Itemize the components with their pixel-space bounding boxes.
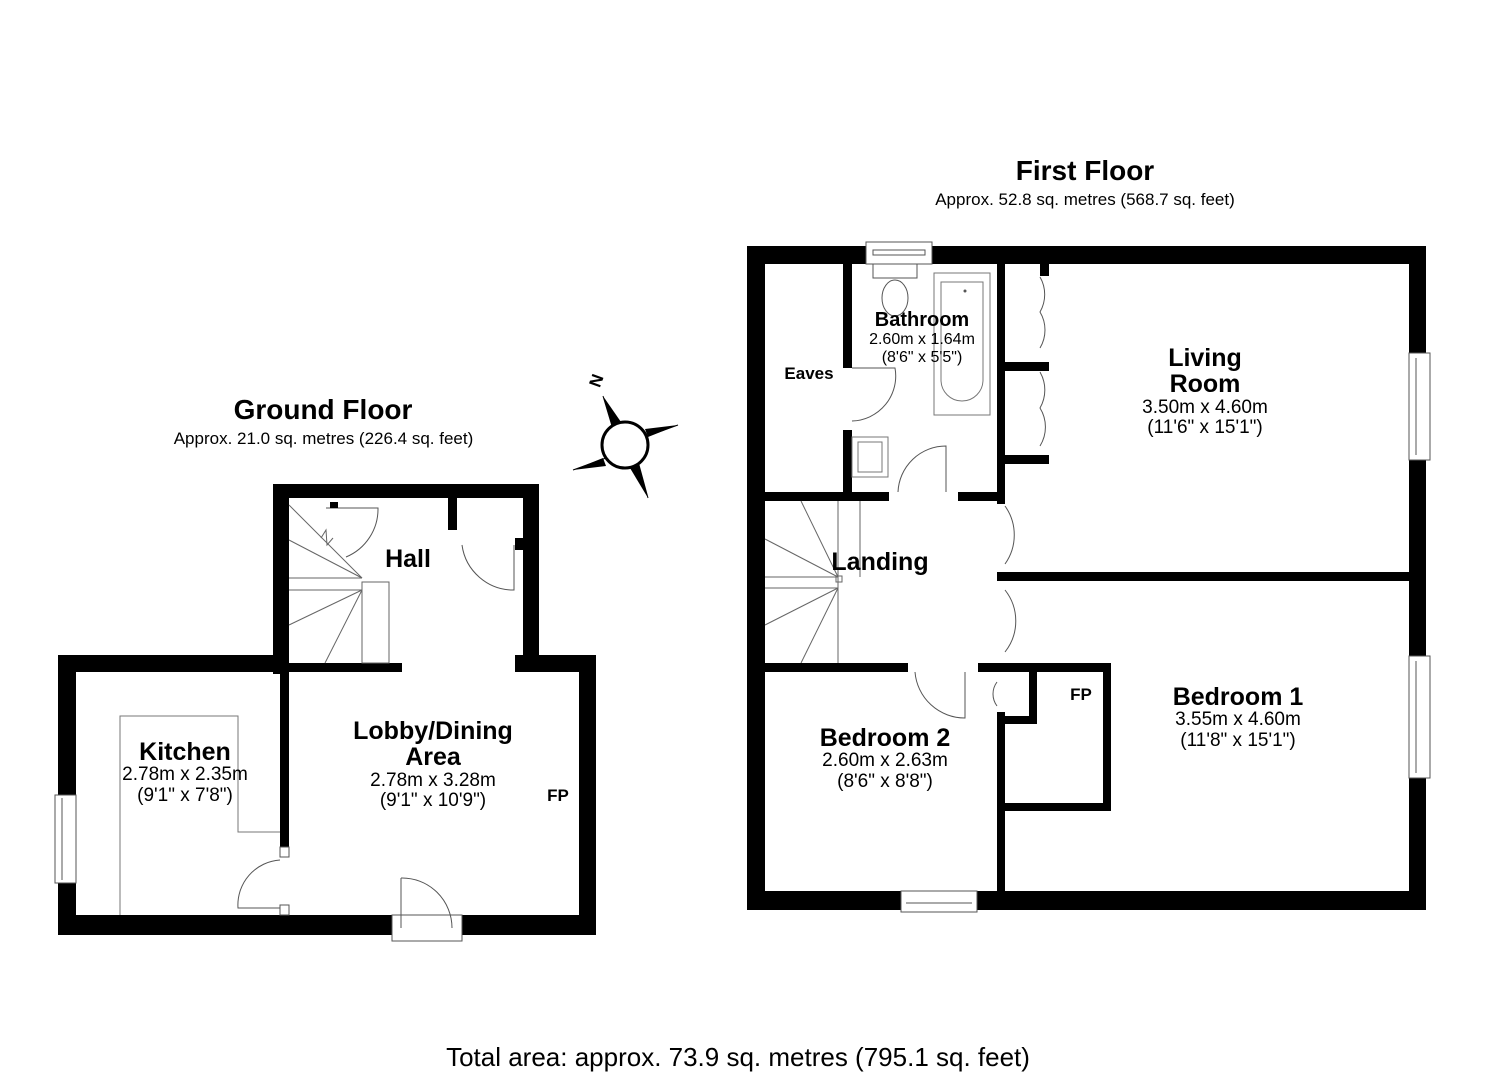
eaves-bathroom-wall <box>843 264 852 368</box>
room-dims-imperial: (9'1" x 10'9") <box>379 790 487 812</box>
fireplace-label-first: FP <box>1070 685 1092 704</box>
kitchen-door <box>237 859 281 909</box>
room-dims-metric: 2.60m x 1.64m <box>869 331 975 348</box>
room-dims-metric: 3.55m x 4.60m <box>1175 709 1301 731</box>
wash-basin <box>851 436 889 478</box>
landing-bedroom2-wall <box>765 663 908 672</box>
room-dims-metric: 2.78m x 2.35m <box>122 764 248 786</box>
hall-right-wall <box>523 484 539 664</box>
living-room-window <box>1408 352 1431 461</box>
bedroom2-bedroom1-wall <box>997 712 1005 898</box>
room-living-room: Living Room 3.50m x 4.60m (11'6" x 15'1"… <box>1115 345 1295 439</box>
bedroom1-window <box>1408 655 1431 779</box>
bathroom-door <box>897 445 947 493</box>
room-bedroom-1: Bedroom 1 3.55m x 4.60m (11'8" x 15'1") <box>1148 684 1328 752</box>
first-floor-plan <box>747 241 1431 913</box>
eaves-door <box>851 367 897 422</box>
fp-cupboard-wall <box>1103 663 1111 811</box>
room-dims-imperial: (9'1" x 7'8") <box>137 785 233 807</box>
ground-floor-plan <box>54 484 596 942</box>
first-floor-area: Approx. 52.8 sq. metres (568.7 sq. feet) <box>935 190 1235 209</box>
front-door-opening <box>391 914 463 942</box>
bathroom-bottom-wall <box>765 492 889 501</box>
room-name-line1: Living <box>1168 344 1242 372</box>
room-dims-metric: 3.50m x 4.60m <box>1142 396 1268 418</box>
room-name-line2: Area <box>405 743 461 772</box>
room-dims-imperial: (8'6" x 5'5") <box>881 348 963 366</box>
room-name-line1: Lobby/Dining <box>353 717 513 745</box>
first-left-wall <box>747 246 765 910</box>
total-area: Total area: approx. 73.9 sq. metres (795… <box>446 1042 1030 1072</box>
wardrobe-divider <box>1005 362 1049 371</box>
room-dims-imperial: (11'6" x 15'1") <box>1147 417 1263 439</box>
first-bottom-wall <box>747 891 1426 910</box>
room-name: Bedroom 2 <box>819 724 951 752</box>
room-bathroom: Bathroom 2.60m x 1.64m (8'6" x 5'5") <box>852 310 992 366</box>
room-lobby-dining: Lobby/Dining Area 2.78m x 3.28m (9'1" x … <box>323 718 543 812</box>
hall-left-wall <box>273 484 289 674</box>
room-bedroom-2: Bedroom 2 2.60m x 2.63m (8'6" x 8'8") <box>800 725 970 793</box>
ground-bottom-wall <box>58 915 596 935</box>
living-room-door <box>1004 505 1015 565</box>
airing-cupboard-door <box>992 681 998 707</box>
bedroom1-door <box>1004 589 1017 653</box>
first-right-wall <box>1409 246 1426 910</box>
room-kitchen: Kitchen 2.78m x 2.35m (9'1" x 7'8") <box>100 739 270 807</box>
ground-floor-area: Approx. 21.0 sq. metres (226.4 sq. feet) <box>173 429 474 448</box>
room-dims-metric: 2.78m x 3.28m <box>370 769 496 791</box>
room-dims-imperial: (11'8" x 15'1") <box>1180 730 1296 752</box>
fireplace-label-ground: FP <box>547 786 569 805</box>
room-dims-imperial: (8'6" x 8'8") <box>837 771 933 793</box>
room-dims-metric: 2.60m x 2.63m <box>822 750 948 772</box>
first-staircase <box>764 500 861 664</box>
room-label-hall: Hall <box>385 545 431 573</box>
room-label-landing: Landing <box>831 548 929 576</box>
bedroom2-window <box>900 890 978 913</box>
ground-floor-title: Ground Floor <box>233 394 413 425</box>
kitchen-top-wall <box>58 655 289 672</box>
toilet-bowl <box>881 279 909 317</box>
bathroom-living-wall <box>997 264 1005 464</box>
living-bedroom1-wall <box>997 572 1409 581</box>
room-label-eaves: Eaves <box>784 364 834 383</box>
room-name: Bedroom 1 <box>1172 683 1304 711</box>
cupboard-door <box>461 544 515 591</box>
toilet-cistern <box>872 263 918 279</box>
kitchen-window <box>54 794 77 884</box>
bath <box>933 272 991 416</box>
wardrobe-door-2 <box>1039 371 1046 447</box>
hall-top-wall <box>273 484 539 498</box>
hall-bottom-wall <box>289 663 402 672</box>
bedroom2-door <box>914 671 966 719</box>
room-name-line2: Room <box>1169 370 1241 399</box>
first-floor-title: First Floor <box>1015 155 1155 186</box>
room-name: Kitchen <box>139 738 231 766</box>
lobby-right-wall <box>579 655 596 935</box>
compass-rose-icon <box>572 395 679 499</box>
kitchen-worktop <box>119 715 280 915</box>
ground-staircase <box>288 504 390 664</box>
hall-cupboard-wall <box>448 498 457 530</box>
kitchen-lobby-partition <box>280 672 289 847</box>
lobby-top-right-wall <box>515 655 596 672</box>
front-door <box>400 877 453 929</box>
hall-door <box>326 507 379 558</box>
first-top-wall <box>747 246 1426 264</box>
wardrobe-door-1 <box>1039 276 1046 349</box>
room-name: Bathroom <box>874 309 970 331</box>
